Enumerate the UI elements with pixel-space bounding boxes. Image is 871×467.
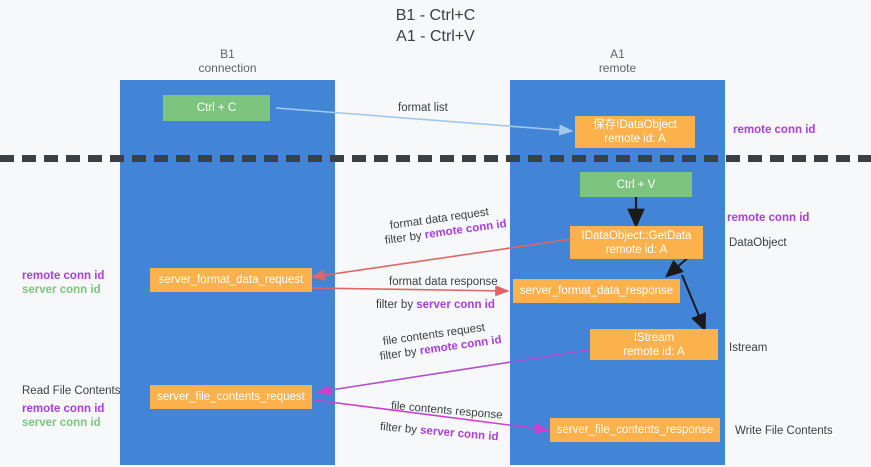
column-header-b1: B1 connection [198, 47, 257, 75]
box-server-format-data-response[interactable]: server_format_data_response [513, 279, 680, 303]
note-read-file-contents: Read File Contents [22, 385, 121, 397]
box-idataobject-getdata[interactable]: IDataObject::GetData remote id: A [570, 226, 703, 259]
note-istream: Istream [729, 342, 768, 354]
box-server-format-data-request[interactable]: server_format_data_request [150, 268, 312, 292]
note-right-remote-conn-id-2: remote conn id [727, 212, 810, 224]
highlight-server-conn-id-1: server conn id [416, 299, 495, 311]
box-server-file-contents-response[interactable]: server_file_contents_response [550, 418, 720, 442]
note-left-server-conn-id-1: server conn id [22, 284, 101, 296]
label-format-data-response: format data response [389, 276, 498, 288]
note-left-remote-conn-id-1: remote conn id [22, 270, 105, 282]
filter-prefix-4: filter by [379, 421, 421, 437]
box-ctrl-c[interactable]: Ctrl + C [163, 95, 270, 121]
diagram-title: B1 - Ctrl+C A1 - Ctrl+V [395, 7, 476, 45]
label-filter-by-server-conn-id-2: filter by server conn id [379, 420, 499, 444]
note-left-server-conn-id-2: server conn id [22, 417, 101, 429]
note-left-remote-conn-id-2: remote conn id [22, 403, 105, 415]
note-write-file-contents: Write File Contents [735, 425, 833, 437]
phase-divider-dashed-line [0, 155, 871, 162]
box-server-file-contents-request[interactable]: server_file_contents_request [150, 385, 312, 409]
filter-prefix-3: filter by [379, 345, 421, 363]
box-save-idataobject[interactable]: 保存IDataObject remote id: A [575, 116, 695, 148]
column-header-a1: A1 remote [598, 47, 637, 75]
filter-prefix-1: filter by [384, 229, 426, 247]
highlight-server-conn-id-2: server conn id [419, 424, 499, 444]
note-right-remote-conn-id-1: remote conn id [733, 124, 816, 136]
label-filter-by-server-conn-id-1: filter by server conn id [376, 298, 495, 312]
filter-prefix-2: filter by [376, 299, 417, 311]
label-file-contents-response: file contents response [390, 400, 503, 422]
label-format-list: format list [398, 102, 448, 114]
box-istream[interactable]: IStream remote id: A [590, 329, 718, 360]
box-ctrl-v[interactable]: Ctrl + V [580, 172, 692, 197]
note-dataobject: DataObject [729, 237, 787, 249]
